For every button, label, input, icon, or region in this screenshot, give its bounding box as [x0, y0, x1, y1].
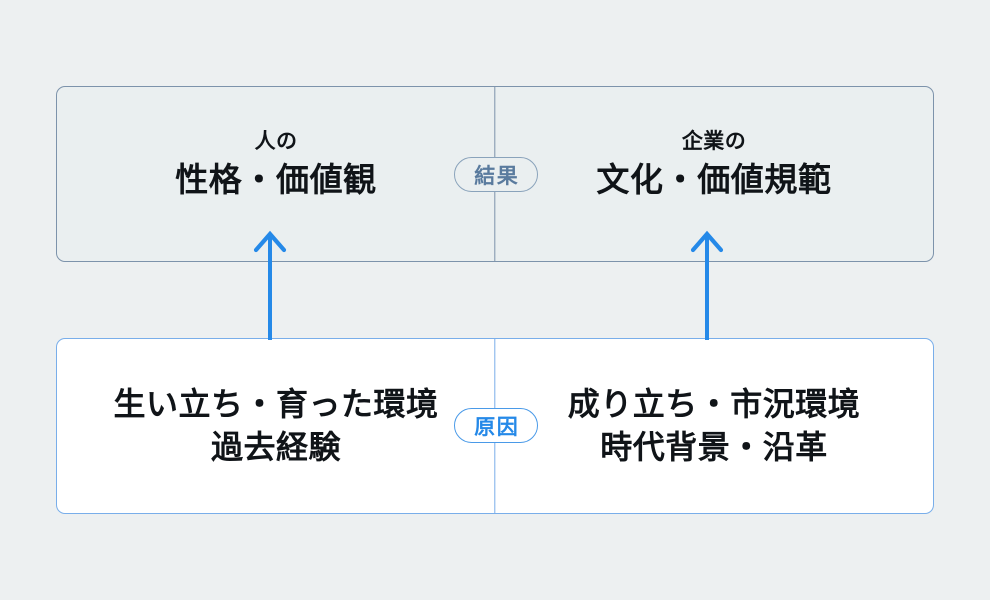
effect-panel: 人の 性格・価値観 企業の 文化・価値規範	[56, 86, 934, 262]
cause-cell-company: 成り立ち・市況環境 時代背景・沿革	[495, 339, 933, 513]
cause-person-line1: 生い立ち・育った環境	[113, 385, 439, 424]
cause-company-text: 成り立ち・市況環境 時代背景・沿革	[568, 383, 861, 469]
cause-badge-label: 原因	[474, 414, 520, 439]
cause-company-line2: 時代背景・沿革	[600, 428, 828, 466]
effect-badge: 結果	[454, 157, 538, 192]
effect-company-text: 企業の 文化・価値規範	[596, 128, 831, 201]
effect-cell-company: 企業の 文化・価値規範	[495, 87, 933, 261]
effect-person-lead: 人の	[254, 129, 298, 154]
effect-company-headline: 文化・価値規範	[596, 159, 832, 199]
cause-person-text: 生い立ち・育った環境 過去経験	[113, 383, 438, 469]
effect-person-text: 人の 性格・価値観	[175, 128, 377, 201]
cause-cell-person: 生い立ち・育った環境 過去経験	[57, 339, 495, 513]
effect-company-lead: 企業の	[681, 129, 747, 154]
effect-badge-label: 結果	[474, 163, 520, 188]
cause-company-line1: 成り立ち・市況環境	[567, 385, 861, 424]
cause-badge: 原因	[454, 408, 538, 443]
effect-cell-person: 人の 性格・価値観	[57, 87, 495, 261]
effect-person-headline: 性格・価値観	[175, 159, 377, 199]
cause-person-line2: 過去経験	[210, 428, 341, 466]
